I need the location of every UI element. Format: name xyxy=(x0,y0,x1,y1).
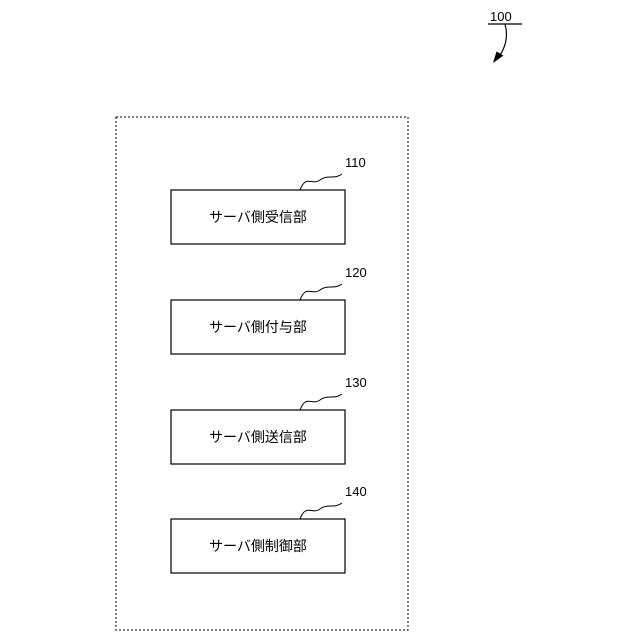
figure-reference-arrow-head xyxy=(493,52,504,64)
block-120-leader-line xyxy=(300,284,342,300)
block-110-leader-line xyxy=(300,174,342,190)
figure-reference-arrow-shaft xyxy=(498,24,506,58)
block-110-label: サーバ側受信部 xyxy=(209,210,307,226)
block-140-leader-line xyxy=(300,503,342,519)
figure-reference-number: 100 xyxy=(490,9,512,24)
block-130-leader-line xyxy=(300,394,342,410)
block-120: サーバ側付与部 120 xyxy=(171,265,367,354)
block-140-ref-number: 140 xyxy=(345,484,367,499)
block-120-label: サーバ側付与部 xyxy=(209,320,307,336)
block-140: サーバ側制御部 140 xyxy=(171,484,367,573)
block-110: サーバ側受信部 110 xyxy=(171,155,366,244)
block-140-label: サーバ側制御部 xyxy=(209,539,307,555)
block-120-ref-number: 120 xyxy=(345,265,367,280)
block-130: サーバ側送信部 130 xyxy=(171,375,367,464)
block-110-ref-number: 110 xyxy=(345,155,366,170)
block-130-ref-number: 130 xyxy=(345,375,367,390)
block-130-label: サーバ側送信部 xyxy=(209,430,307,446)
figure-reference: 100 xyxy=(488,9,522,63)
